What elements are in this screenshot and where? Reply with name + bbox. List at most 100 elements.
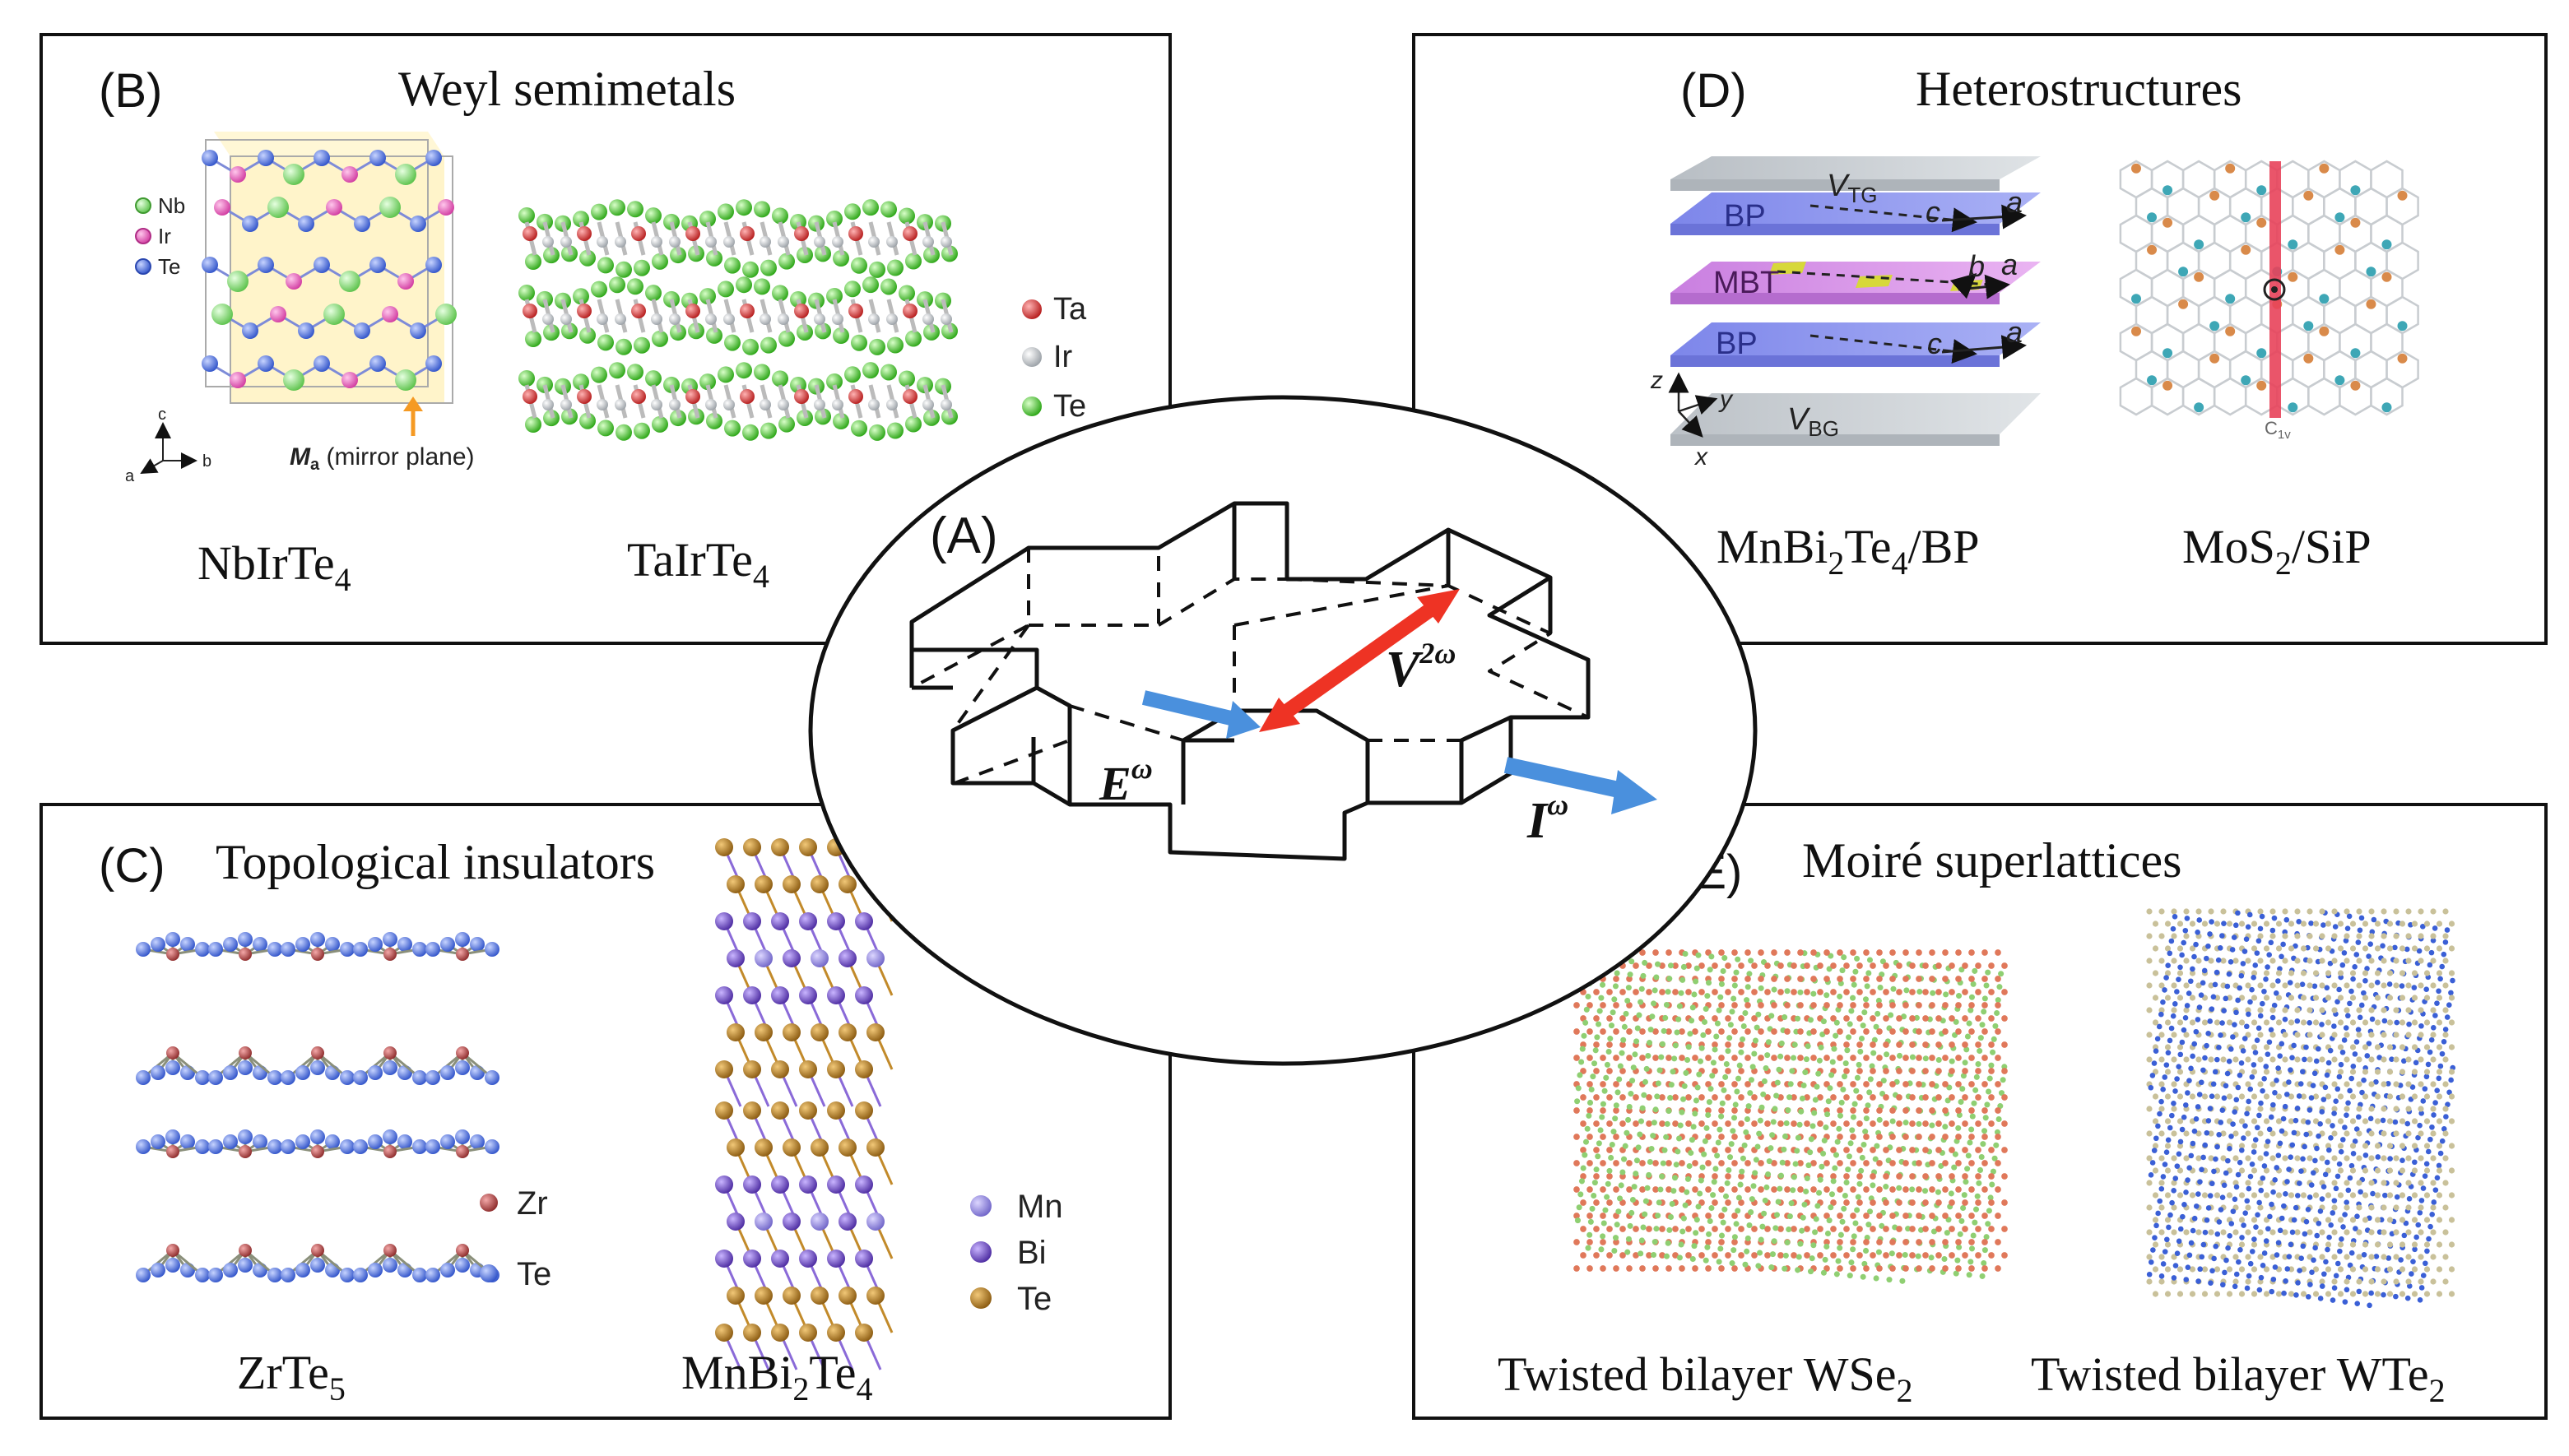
- svg-text:Eω: Eω: [1099, 752, 1153, 810]
- legend-ir-label: Ir: [158, 224, 171, 248]
- vbg-label: V: [1787, 402, 1811, 437]
- legend-ta-label: Ta: [1053, 292, 1087, 327]
- mirror-plane-M: M: [290, 443, 311, 471]
- svg-text:V2ω: V2ω: [1386, 637, 1456, 698]
- caption-nbirte4: NbIrTe: [197, 536, 335, 590]
- legend-te-green-label: Te: [1053, 389, 1086, 424]
- caption-mnbi2te4-bp-sub1: 2: [1828, 545, 1844, 582]
- caption-mos2-sip-rest: /SiP: [2292, 520, 2372, 573]
- nbirte4-structure: [202, 132, 457, 404]
- caption-mnbi2te4-c: MnBi: [681, 1346, 792, 1399]
- caption-zrte5: ZrTe: [237, 1346, 329, 1399]
- legend-ta-atom: [1022, 299, 1042, 319]
- caption-mnbi2te4-bp-rest: /BP: [1908, 520, 1980, 573]
- axis-c-label: c: [158, 406, 166, 424]
- panel-c-title: Topological insulators: [216, 835, 655, 889]
- axis-z-label: z: [1650, 367, 1663, 394]
- legend-zr-label: Zr: [517, 1185, 548, 1222]
- c1v-label: C: [2265, 418, 2278, 438]
- mnbi2te4-legend: Mn Bi Te: [970, 1189, 1063, 1317]
- legend-ir-white-label: Ir: [1053, 340, 1073, 374]
- caption-tairte4: TaIrTe: [627, 533, 753, 587]
- legend-te-blue-label: Te: [517, 1256, 551, 1292]
- legend-mn-label: Mn: [1017, 1189, 1063, 1225]
- mos2-sip-lattice: [2119, 160, 2419, 416]
- panel-a: (A): [808, 395, 1758, 1066]
- caption-wse2: Twisted bilayer WSe: [1498, 1347, 1897, 1401]
- bottom-gate-layer: [1670, 393, 2041, 434]
- svg-text:MnBi2Te4: MnBi2Te4: [681, 1346, 873, 1407]
- panel-a-letter: (A): [930, 508, 998, 564]
- mirror-plane-text: (mirror plane): [319, 443, 474, 471]
- i-omega-sup: ω: [1547, 788, 1568, 821]
- panel-d-letter: (D): [1680, 64, 1747, 118]
- moire-wse2: [1573, 949, 2008, 1284]
- legend-nb-atom: [135, 197, 151, 214]
- v2w-sup: 2ω: [1419, 637, 1456, 670]
- caption-mnbi2te4-bp-sub2: 4: [1892, 545, 1908, 582]
- caption-mnbi2te4-c-sub1: 2: [792, 1370, 809, 1407]
- svg-text:TaIrTe4: TaIrTe4: [627, 533, 769, 595]
- caption-mnbi2te4-bp-te: Te: [1844, 520, 1891, 573]
- moire-wte2: [2146, 908, 2456, 1309]
- c1v-sub: 1v: [2278, 428, 2291, 442]
- caption-mnbi2te4-c-te: Te: [809, 1346, 856, 1399]
- svg-text:Twisted bilayer WSe2: Twisted bilayer WSe2: [1498, 1347, 1913, 1409]
- legend-ir-white-atom: [1022, 347, 1042, 367]
- panel-e-title: Moiré superlattices: [1802, 833, 2182, 888]
- legend-te-green-atom: [1022, 396, 1042, 416]
- svg-text:VBG: VBG: [1787, 402, 1839, 441]
- caption-wse2-sub: 2: [1897, 1372, 1913, 1409]
- caption-wte2: Twisted bilayer WTe: [2031, 1347, 2429, 1401]
- arrow-a1: a: [2006, 185, 2023, 219]
- axis-a-label: a: [125, 467, 135, 485]
- legend-te-atom: [135, 258, 151, 275]
- legend-ir-atom: [135, 228, 151, 244]
- svg-text:MoS2/SiP: MoS2/SiP: [2182, 520, 2372, 582]
- caption-wte2-sub: 2: [2429, 1372, 2446, 1409]
- legend-te-label: Te: [158, 254, 180, 279]
- axis-b-label: b: [202, 452, 211, 471]
- nbirte4-axes: c b a: [125, 406, 211, 485]
- e-omega-label: E: [1099, 757, 1131, 810]
- heterostructure-axes: z y x: [1650, 367, 1734, 471]
- legend-te-blue-atom: [480, 1264, 498, 1282]
- arrow-c1: c: [1926, 195, 1940, 229]
- svg-text:C1v: C1v: [2265, 418, 2291, 442]
- panel-e: (E) Moiré superlattices Twisted bilayer …: [1498, 833, 2456, 1409]
- arrow-a3: a: [2006, 315, 2023, 349]
- panel-d-title: Heterostructures: [1916, 62, 2242, 116]
- legend-te-brown-atom: [970, 1287, 992, 1309]
- legend-bi-atom: [970, 1241, 992, 1263]
- caption-tairte4-sub: 4: [753, 558, 769, 595]
- v2w-arrow: [1259, 589, 1460, 732]
- vtg-sub: TG: [1847, 183, 1877, 207]
- bp-top-label: BP: [1724, 199, 1766, 234]
- svg-text:Iω: Iω: [1526, 788, 1568, 849]
- tairte4-structure: [518, 199, 958, 441]
- mbt-label: MBT: [1713, 266, 1779, 300]
- vtg-label: V: [1827, 169, 1851, 203]
- caption-mnbi2te4-c-sub2: 4: [857, 1370, 873, 1407]
- legend-mn-atom: [970, 1195, 992, 1217]
- panel-b-title: Weyl semimetals: [398, 62, 736, 116]
- panel-d: (D) Heterostructures: [1650, 62, 2419, 582]
- svg-text:Twisted bilayer WTe2: Twisted bilayer WTe2: [2031, 1347, 2446, 1409]
- caption-nbirte4-sub: 4: [335, 561, 351, 598]
- nbirte4-legend: Nb Ir Te: [135, 193, 185, 279]
- svg-text:ZrTe5: ZrTe5: [237, 1346, 346, 1407]
- caption-mos2-sip-sub: 2: [2275, 545, 2292, 582]
- zrte5-legend: Zr Te: [480, 1185, 551, 1292]
- panel-b: (B) Weyl semimetals Nb Ir Te c b a: [99, 62, 1087, 598]
- legend-nb-label: Nb: [158, 193, 185, 218]
- mirror-plane-sub: a: [310, 456, 320, 474]
- panel-c: (C) Topological insulators Zr Te Mn Bi T…: [99, 835, 1063, 1407]
- e-omega-arrow: [1141, 690, 1261, 739]
- caption-mos2-sip: MoS: [2182, 520, 2275, 573]
- v2w-label: V: [1386, 642, 1424, 698]
- arrow-a2: a: [2001, 248, 2018, 281]
- bp-layer-bottom: [1670, 322, 2041, 355]
- legend-zr-atom: [480, 1194, 498, 1212]
- heterostructure-stack: VTG BP MBT BP VBG c a b a c a: [1670, 156, 2041, 446]
- axis-x-label: x: [1693, 443, 1708, 471]
